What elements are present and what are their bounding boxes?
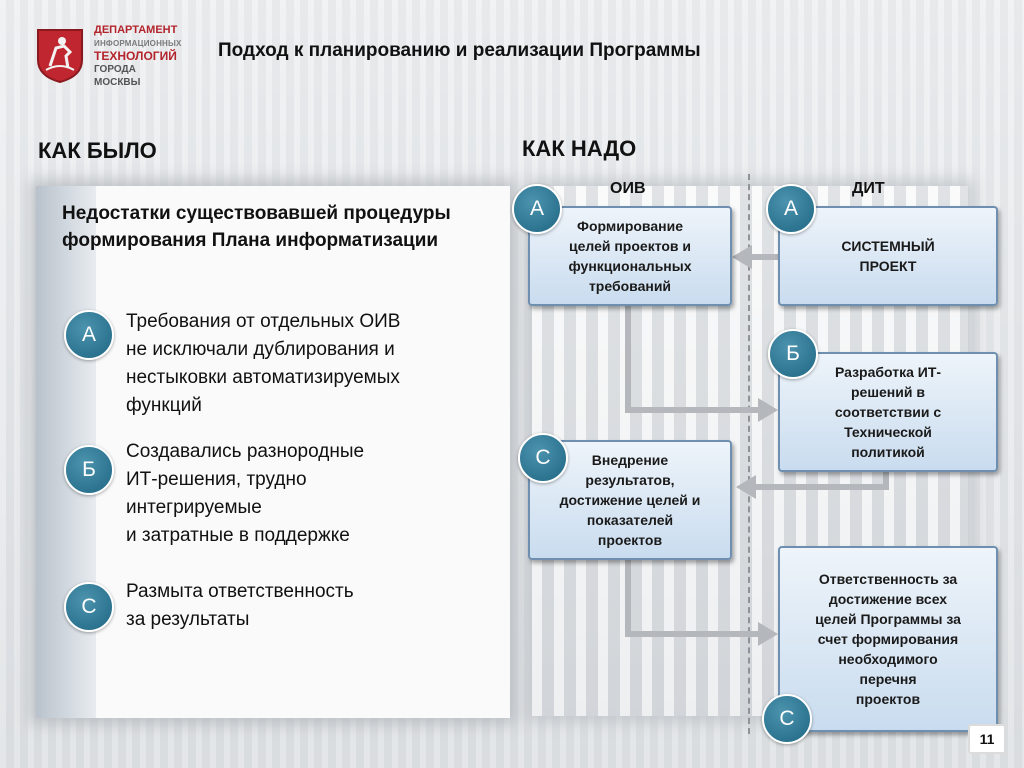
box-line: перечня (859, 671, 917, 687)
box-line: требований (588, 278, 672, 294)
box-line: функциональных (568, 258, 692, 274)
dept-line: ГОРОДА МОСКВЫ (94, 64, 141, 88)
arrowhead (732, 245, 752, 269)
problem-line: интегрируемые (126, 497, 262, 518)
marker-a: А (64, 310, 114, 360)
box-line: политикой (851, 444, 925, 460)
slide-title: Подход к планированию и реализации Прогр… (218, 40, 701, 61)
box-line: соответствии с (834, 404, 942, 420)
dept-line: ДЕПАРТАМЕНТ (94, 24, 178, 36)
box-line: целей Программы за (815, 611, 961, 627)
problem-line: Размыта ответственность (126, 581, 354, 602)
box-line: Разработка ИТ- (834, 364, 942, 380)
box-line: Формирование (577, 218, 683, 234)
arrowhead (758, 622, 778, 646)
problem-line: Требования от отдельных ОИВ (126, 311, 401, 332)
marker-oiv-a: А (512, 184, 562, 234)
problem-line: и затратные в поддержке (126, 525, 350, 546)
arrowhead (758, 398, 778, 422)
box-line: Ответственность за (818, 571, 958, 587)
box-dit-system-project: СИСТЕМНЫЙ ПРОЕКТ (778, 206, 998, 306)
marker-b: Б (64, 445, 114, 495)
marker-dit-a: А (766, 184, 816, 234)
problem-item-a: Требования от отдельных ОИВ не исключали… (126, 308, 486, 420)
box-line: проектов (855, 691, 921, 707)
problem-line: не исключали дублирования и (126, 339, 395, 360)
box-line: СИСТЕМНЫЙ (841, 238, 935, 254)
box-line: Технической (844, 424, 932, 440)
problem-item-b: Создавались разнородные ИТ-решения, труд… (126, 438, 486, 550)
problem-line: функций (126, 395, 202, 416)
marker-c: С (64, 582, 114, 632)
dept-line: ТЕХНОЛОГИЙ (94, 49, 177, 63)
box-line: показателей (586, 512, 674, 528)
marker-dit-b: Б (768, 329, 818, 379)
left-panel (36, 186, 510, 718)
box-line: ПРОЕКТ (859, 258, 917, 274)
box-oiv-requirements: Формирование целей проектов и функционал… (528, 206, 732, 306)
problem-line: нестыковки автоматизируемых (126, 367, 400, 388)
arrow-dit-b-to-oiv-c (752, 470, 889, 490)
box-dit-it-solutions: Разработка ИТ- решений в соответствии с … (778, 352, 998, 472)
left-heading: Недостатки существовавшей процедуры форм… (62, 203, 451, 251)
problem-line: ИТ-решения, трудно (126, 469, 307, 490)
box-line: целей проектов и (568, 238, 692, 254)
arrow-oiv-a-to-dit-b (625, 305, 760, 413)
box-line: достижение всех (828, 591, 948, 607)
problem-line: за результаты (126, 609, 250, 630)
box-line: проектов (597, 532, 663, 548)
box-line: достижение целей и (559, 492, 701, 508)
box-oiv-implementation: Внедрение результатов, достижение целей … (528, 440, 732, 560)
box-dit-responsibility: Ответственность за достижение всех целей… (778, 546, 998, 732)
column-title-oiv: ОИВ (610, 180, 646, 197)
box-line: Внедрение (591, 452, 669, 468)
problem-line: Создавались разнородные (126, 441, 365, 462)
department-name: ДЕПАРТАМЕНТ ИНФОРМАЦИОННЫХ ТЕХНОЛОГИЙ ГО… (94, 24, 184, 89)
column-divider (748, 174, 750, 734)
section-title-should: КАК НАДО (522, 136, 637, 161)
moscow-coat-of-arms-logo (34, 26, 86, 84)
arrowhead (736, 475, 756, 499)
dept-line: ИНФОРМАЦИОННЫХ (94, 39, 182, 48)
arrow-oiv-c-to-dit-c (625, 560, 760, 637)
box-line: решений в (851, 384, 925, 400)
marker-oiv-c: С (518, 433, 568, 483)
section-title-before: КАК БЫЛО (38, 138, 157, 163)
problem-item-c: Размыта ответственность за результаты (126, 578, 486, 634)
marker-dit-c: С (762, 694, 812, 744)
page-number: 11 (968, 724, 1006, 754)
column-title-dit: ДИТ (852, 180, 885, 197)
box-line: результатов, (585, 472, 675, 488)
box-line: необходимого (838, 651, 938, 667)
box-line: счет формирования (817, 631, 959, 647)
